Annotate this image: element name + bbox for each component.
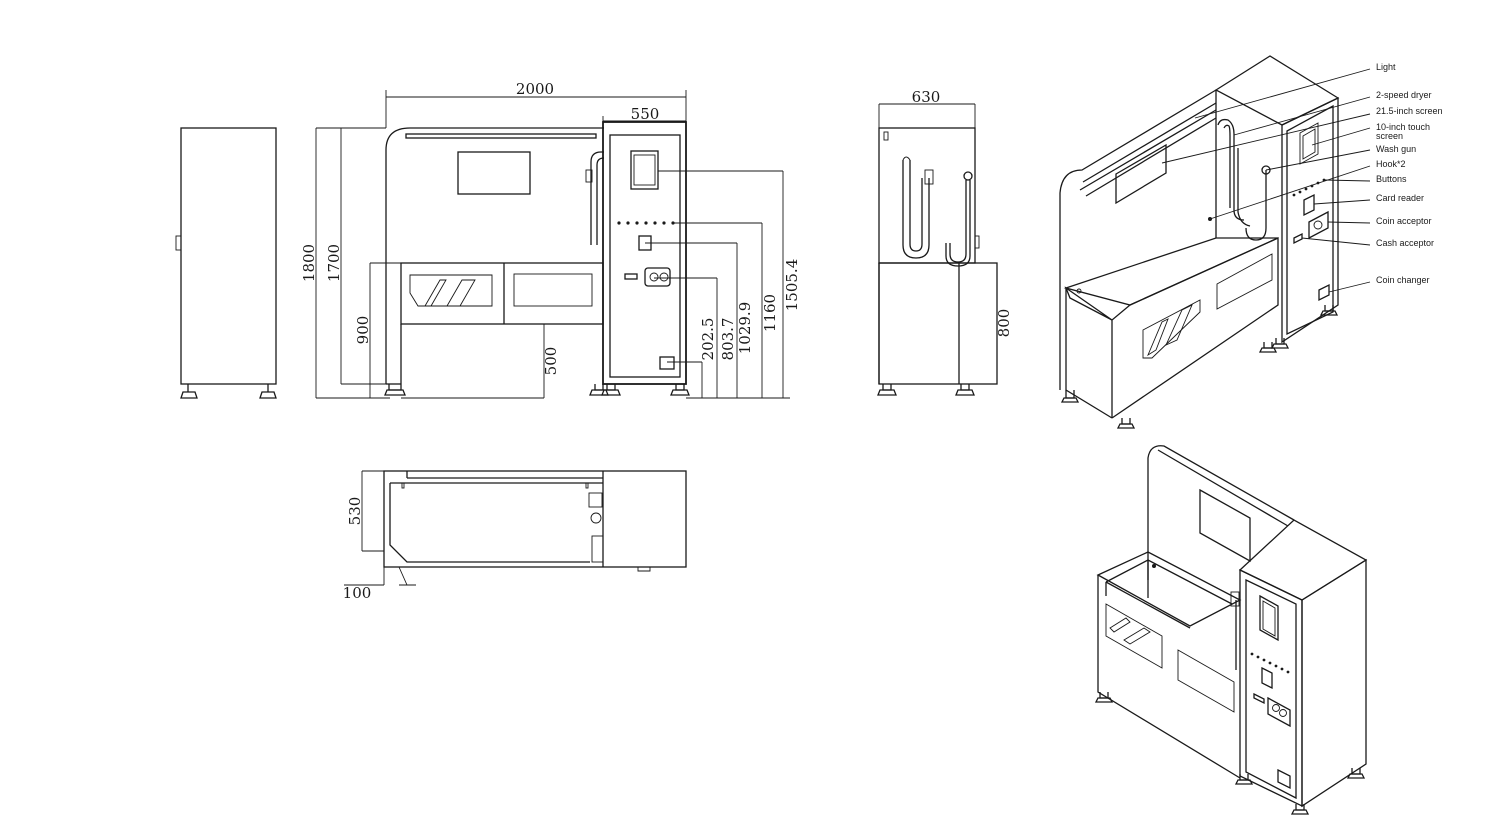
dim-530: 530 — [346, 497, 364, 526]
callout-labels: Light 2-speed dryer 21.5-inch screen 10-… — [1376, 62, 1443, 285]
iso2-button-dots — [1250, 652, 1290, 674]
front-view — [384, 121, 690, 396]
dim-2000: 2000 — [516, 80, 554, 98]
isometric-view-front — [1094, 445, 1368, 815]
label-buttons: Buttons — [1376, 174, 1407, 184]
label-dryer: 2-speed dryer — [1376, 90, 1432, 100]
button-dots-front — [617, 221, 675, 225]
top-view: 530 100 — [343, 470, 687, 602]
screen-21-outline — [457, 151, 531, 195]
label-cash-acceptor: Cash acceptor — [1376, 238, 1434, 248]
label-light: Light — [1376, 62, 1396, 72]
front-view-dim-texts: 2000 550 1800 1700 900 500 202.5 803.7 1… — [300, 80, 801, 375]
dim-500: 500 — [542, 347, 560, 376]
dim-1160: 1160 — [761, 294, 779, 332]
dim-100: 100 — [343, 584, 372, 602]
dim-202-5: 202.5 — [699, 318, 717, 361]
label-card-reader: Card reader — [1376, 193, 1424, 203]
right-side-view: 630 800 — [877, 88, 1013, 396]
label-coin-acceptor: Coin acceptor — [1376, 216, 1432, 226]
dim-1029-9: 1029.9 — [736, 302, 754, 355]
label-touch-screen-2: screen — [1376, 131, 1403, 141]
left-side-view — [175, 127, 277, 399]
label-hook: Hook*2 — [1376, 159, 1406, 169]
dim-1800: 1800 — [300, 244, 318, 282]
isometric-view-back — [1059, 55, 1340, 429]
label-touch-screen-1: 10-inch touch — [1376, 122, 1430, 132]
dim-800: 800 — [995, 309, 1013, 338]
label-coin-changer: Coin changer — [1376, 275, 1430, 285]
dim-630: 630 — [912, 88, 941, 106]
callout-leaders — [1161, 68, 1371, 293]
dim-1505-4: 1505.4 — [783, 259, 801, 312]
label-screen: 21.5-inch screen — [1376, 106, 1443, 116]
label-wash-gun: Wash gun — [1376, 144, 1416, 154]
dim-900: 900 — [354, 316, 372, 345]
dim-1700: 1700 — [325, 244, 343, 282]
dim-550: 550 — [631, 105, 660, 123]
dim-803-7: 803.7 — [719, 318, 737, 361]
iso-button-dots — [1292, 178, 1326, 197]
front-view-dimensions — [315, 90, 790, 399]
